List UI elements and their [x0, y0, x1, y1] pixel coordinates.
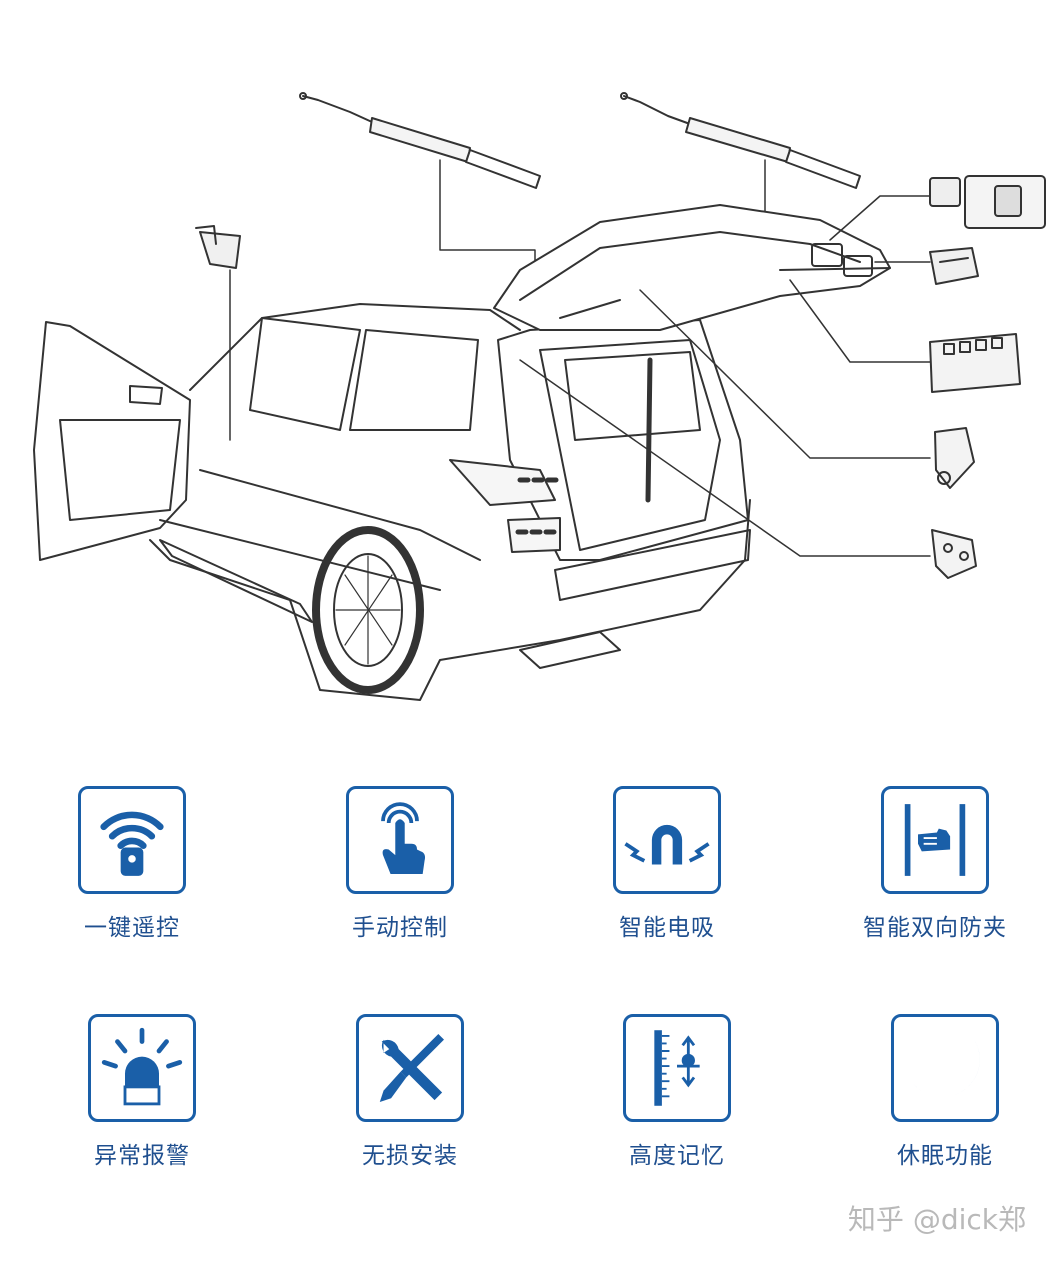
feature-label: 休眠功能 [897, 1143, 993, 1169]
feature-label: 智能电吸 [619, 915, 715, 941]
crescent-moon-icon [891, 1014, 999, 1122]
feature-anti-pinch: 智能双向防夹 [855, 786, 1015, 942]
striker-bracket-part [934, 427, 975, 489]
anti-pinch-hand-icon [881, 786, 989, 894]
feature-alarm: 异常报警 [62, 1014, 222, 1170]
car-body [33, 204, 891, 701]
feature-label: 智能双向防夹 [863, 915, 1007, 941]
switch-part [195, 225, 241, 269]
feature-label: 无损安装 [362, 1143, 458, 1169]
magnet-icon [613, 786, 721, 894]
feature-label: 异常报警 [94, 1143, 190, 1169]
feature-label: 高度记忆 [629, 1143, 725, 1169]
feature-remote: 一键遥控 [52, 786, 212, 942]
height-ruler-icon [623, 1014, 731, 1122]
control-module-part [929, 333, 1021, 393]
feature-soft-close: 智能电吸 [587, 786, 747, 942]
feature-label: 手动控制 [352, 915, 448, 941]
strut-left [299, 92, 541, 189]
feature-manual: 手动控制 [320, 786, 480, 942]
feature-lossless-install: 无损安装 [330, 1014, 490, 1170]
wrench-screwdriver-icon [356, 1014, 464, 1122]
tailgate-latch-part [929, 175, 1046, 229]
remote-wifi-icon [78, 786, 186, 894]
switch-button-part [929, 247, 979, 285]
feature-sleep: 休眠功能 [865, 1014, 1025, 1170]
watermark: 知乎 @dick郑 [847, 1203, 1026, 1236]
alarm-beacon-icon [88, 1014, 196, 1122]
hand-tap-icon [346, 786, 454, 894]
car-tailgate-diagram [33, 92, 1046, 701]
feature-label: 一键遥控 [84, 915, 180, 941]
feature-height-memory: 高度记忆 [597, 1014, 757, 1170]
hinge-bracket-part [931, 529, 977, 579]
strut-right [620, 92, 861, 189]
